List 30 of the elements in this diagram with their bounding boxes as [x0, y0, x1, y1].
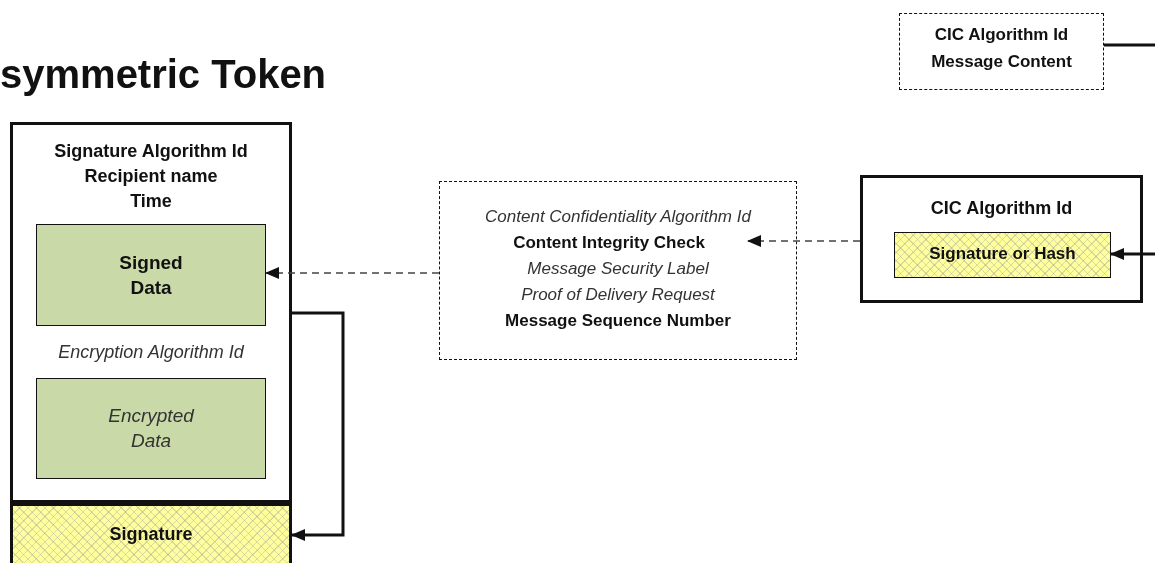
- box-label: Content Integrity Check: [512, 232, 706, 254]
- box-label: CIC Algorithm Id: [933, 24, 1070, 46]
- field-list-box: [439, 181, 797, 360]
- connector-line: [1104, 43, 1155, 47]
- box-label: Message Sequence Number: [504, 310, 732, 332]
- hash-box: [894, 232, 1111, 278]
- box-label: Time: [129, 190, 173, 213]
- signature-box: [10, 503, 292, 563]
- arrow: [1110, 248, 1155, 260]
- cic-box: [860, 175, 1143, 303]
- diagram-title: symmetric Token: [0, 52, 327, 97]
- arrow: [265, 267, 440, 279]
- token-box: [10, 122, 292, 503]
- field-label: Message Security Label: [526, 258, 710, 280]
- box-label: Signature: [108, 523, 194, 546]
- field-label: Proof of Delivery Request: [520, 284, 717, 306]
- field-label: Encryption Algorithm Id: [57, 341, 245, 364]
- box-label: CIC Algorithm Id: [929, 197, 1074, 220]
- box-label: Signature or Hash: [928, 243, 1077, 265]
- box-label: Message Content: [930, 51, 1073, 73]
- input-box: [899, 13, 1104, 90]
- signed-data-box: [36, 224, 266, 326]
- box-label: Signed Data: [118, 251, 184, 300]
- encrypted-data-box: [36, 378, 266, 479]
- field-label: Encrypted Data: [107, 404, 196, 453]
- field-label: Content Confidentiality Algorithm Id: [484, 206, 753, 228]
- box-label: Recipient name: [83, 165, 219, 188]
- arrow: [291, 311, 345, 541]
- arrow: [747, 235, 861, 247]
- box-label: Signature Algorithm Id: [53, 140, 249, 163]
